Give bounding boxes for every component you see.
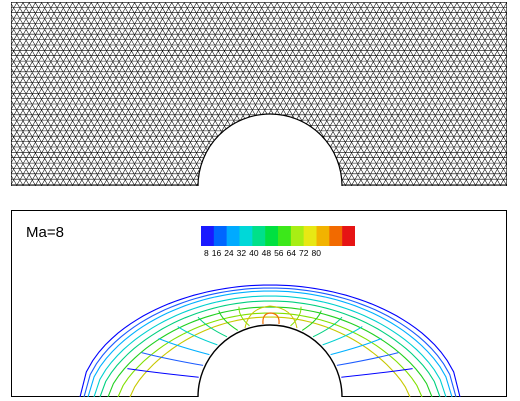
colorbar bbox=[201, 226, 355, 246]
colorbar-swatch bbox=[316, 226, 330, 246]
colorbar-swatch bbox=[239, 226, 253, 246]
mach-number-label: Ma=8 bbox=[26, 224, 64, 241]
mach-contour-line bbox=[218, 310, 239, 331]
mach-contour-line bbox=[322, 326, 363, 346]
mach-contour-line bbox=[177, 326, 218, 346]
colorbar-swatch bbox=[290, 226, 304, 246]
colorbar-tick: 56 bbox=[274, 248, 284, 258]
mach-contour-line bbox=[290, 306, 302, 327]
mach-contour-line bbox=[238, 306, 250, 327]
mach-contour-line bbox=[127, 368, 199, 378]
mach-contour-line bbox=[262, 312, 280, 325]
mach-contour-line bbox=[158, 338, 210, 356]
mach-contour-line bbox=[336, 352, 399, 366]
colorbar-swatch bbox=[226, 226, 240, 246]
mach-contour-line bbox=[301, 310, 322, 331]
colorbar-tick: 72 bbox=[299, 248, 309, 258]
colorbar-swatches bbox=[201, 226, 355, 246]
colorbar-swatch bbox=[201, 226, 215, 246]
mach-contour-line bbox=[244, 305, 298, 329]
colorbar-swatch bbox=[303, 226, 317, 246]
colorbar-swatch bbox=[265, 226, 279, 246]
colorbar-tick: 64 bbox=[286, 248, 297, 258]
cylinder-body bbox=[197, 324, 343, 397]
mesh-boundary bbox=[11, 2, 507, 186]
mesh-svg bbox=[11, 2, 507, 186]
colorbar-swatch bbox=[213, 226, 227, 246]
colorbar-tick: 48 bbox=[261, 248, 272, 258]
colorbar-tick: 32 bbox=[236, 248, 247, 258]
mach-contour-line bbox=[141, 352, 204, 366]
mach-contour-line bbox=[79, 284, 461, 397]
colorbar-swatch bbox=[252, 226, 266, 246]
colorbar-swatch bbox=[342, 226, 355, 246]
mach-contour-line bbox=[83, 287, 457, 397]
colorbar-swatch bbox=[278, 226, 292, 246]
mach-contour-line bbox=[129, 316, 411, 397]
mach-contour-line bbox=[87, 290, 453, 397]
mach-contour-line bbox=[99, 300, 441, 397]
colorbar-tick: 40 bbox=[249, 248, 259, 258]
mach-contour-line bbox=[107, 306, 433, 397]
mesh-plot bbox=[11, 2, 507, 186]
mesh-background bbox=[11, 2, 507, 186]
colorbar-tick: 24 bbox=[224, 248, 234, 258]
mach-contour-line bbox=[93, 295, 447, 397]
colorbar-tick: 8 bbox=[204, 248, 209, 258]
colorbar-tick: 80 bbox=[311, 248, 321, 258]
mach-contour-line bbox=[330, 338, 382, 356]
contour-lines bbox=[79, 284, 461, 397]
mach-contour-line bbox=[197, 316, 228, 338]
colorbar-tick: 16 bbox=[211, 248, 222, 258]
colorbar-swatch bbox=[329, 226, 343, 246]
mach-contour-line bbox=[312, 316, 343, 338]
mach-contour-line bbox=[341, 368, 413, 378]
